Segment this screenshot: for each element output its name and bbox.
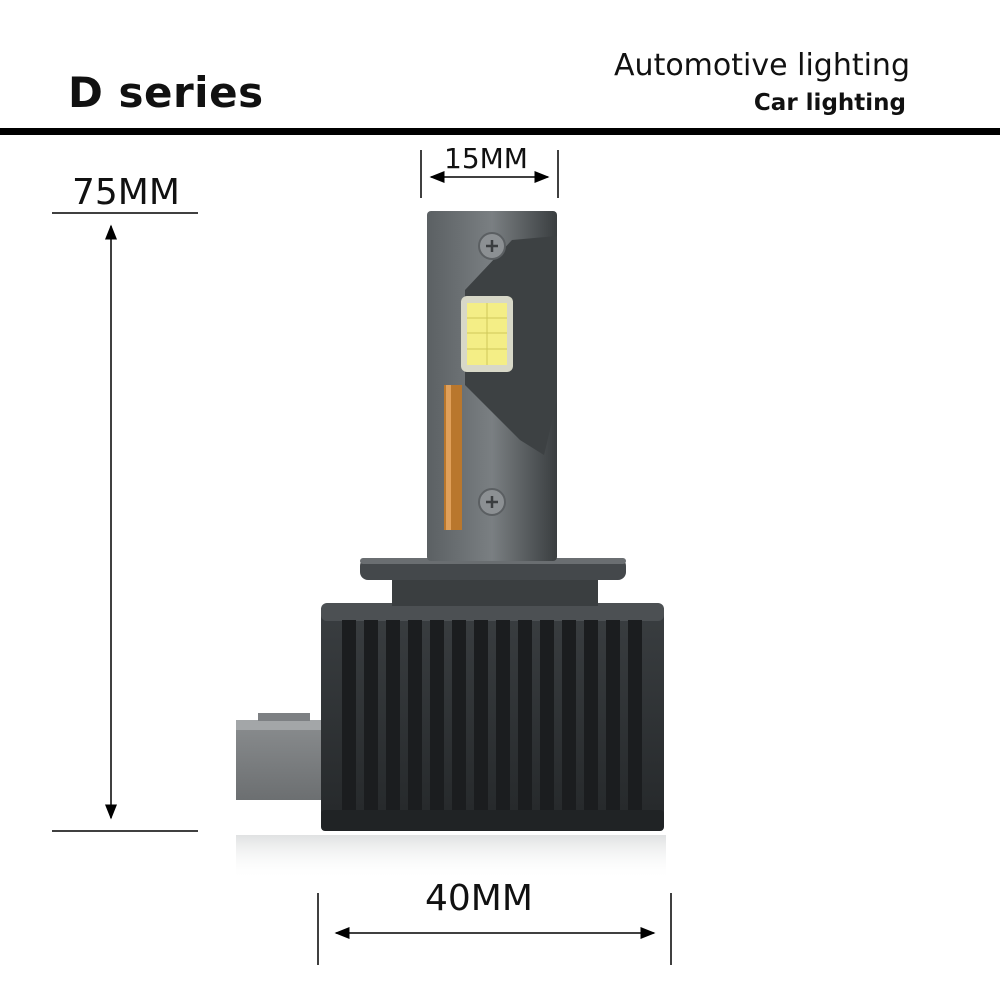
header-divider — [0, 128, 1000, 135]
width-dimension-indicator — [317, 893, 672, 965]
height-dimension-indicator — [52, 212, 198, 832]
neck-dimension-label: 15MM — [444, 142, 528, 175]
width-dimension-label: 40MM — [425, 878, 533, 919]
screw-bottom-icon — [478, 488, 506, 516]
led-chip — [461, 296, 513, 372]
screw-top-icon — [478, 232, 506, 260]
neck-dimension-indicator — [420, 150, 559, 198]
brand-subtagline: Car lighting — [753, 90, 906, 116]
brand-tagline: Automotive lighting — [614, 48, 910, 83]
heatsink-base — [321, 603, 664, 831]
height-dimension-label: 75MM — [72, 172, 180, 213]
power-connector — [236, 713, 326, 800]
product-reflection — [236, 835, 666, 880]
mounting-flange — [360, 558, 626, 606]
led-neck — [427, 211, 557, 561]
series-title: D series — [68, 68, 264, 117]
